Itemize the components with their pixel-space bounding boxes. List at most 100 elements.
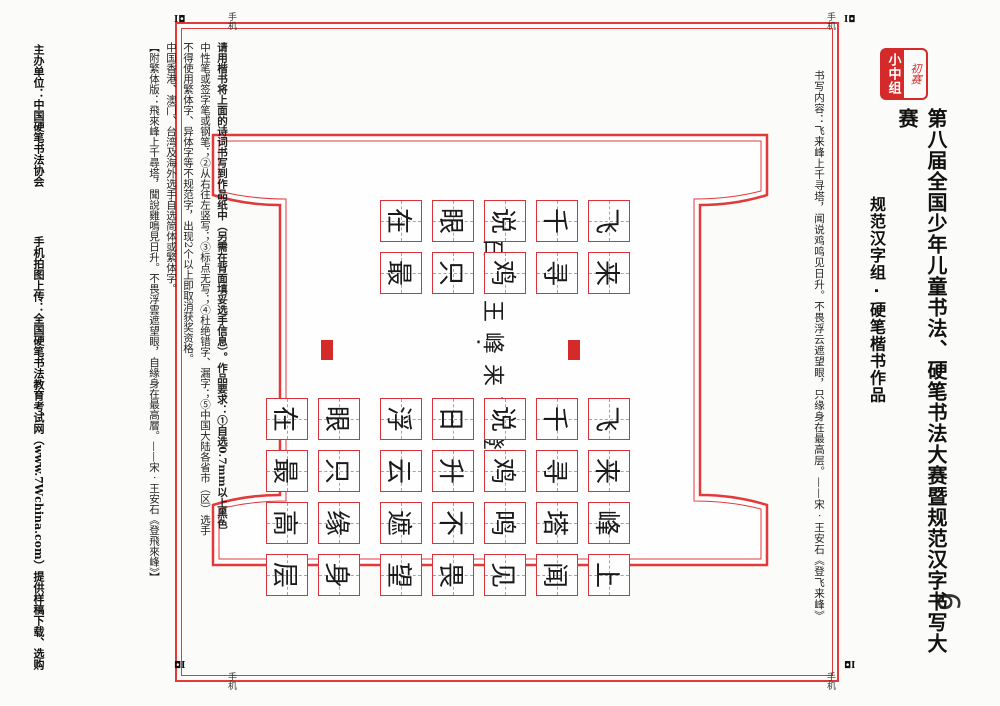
instruction-line: 【附繁体版：飛來峰上千尋塔，聞說雞鳴見日升。不畏浮雲遮望眼，自緣身在最高層。——… — [148, 42, 160, 583]
grid-cell-right: 寻 — [536, 450, 578, 492]
glyph: 云 — [383, 457, 414, 484]
glyph: 眼 — [435, 207, 466, 234]
page-title: 第八届全国少年儿童书法、硬笔书法大赛暨规范汉字书写大赛 — [895, 108, 948, 654]
grid-cell-left: 在 — [266, 398, 308, 440]
grid-cell-left: 最 — [266, 450, 308, 492]
grid-cell-right: 日 — [432, 398, 474, 440]
grid-cell-right: 闻 — [536, 554, 578, 596]
instruction-line: 请用楷书将上面的诗词书写到作品纸中（另需在背面填妥选手信息）。作品要求：①自选0… — [216, 42, 228, 529]
glyph: 寻 — [539, 259, 570, 286]
glyph: 日 — [435, 405, 466, 432]
grid-cell-right: 畏 — [432, 554, 474, 596]
grid-cell-right: 不 — [432, 502, 474, 544]
glyph: 最 — [383, 259, 414, 286]
glyph: 千 — [539, 207, 570, 234]
grid-cell-right: 千 — [536, 398, 578, 440]
organizer: 主办单位：中国硬笔书法协会 — [32, 44, 45, 187]
grid-cell-upper-left: 只 — [432, 252, 474, 294]
corner-mark-top-left: 手机 — [226, 12, 236, 30]
grid-cell-left: 只 — [318, 450, 360, 492]
badge-stage: 初赛 — [909, 63, 922, 85]
grid-cell-left: 高 — [266, 502, 308, 544]
glyph: 飞 — [591, 207, 622, 234]
glyph: 峰 — [591, 509, 622, 536]
content-line: 书写内容：飞来峰上千寻塔，闻说鸡鸣见日升。不畏浮云遮望眼，只缘身在最高层。——宋… — [813, 70, 825, 621]
page-subtitle: 规范汉字组 · 硬笔楷书作品 — [867, 196, 886, 404]
center-divider-mark — [568, 340, 580, 360]
grid-cell-right: 升 — [432, 450, 474, 492]
grid-cell-right: 飞 — [588, 398, 630, 440]
grid-cell-upper-right: 鸡 — [484, 252, 526, 294]
grid-cell-right: 上 — [588, 554, 630, 596]
grid-cell-right: 鸡 — [484, 450, 526, 492]
center-divider-mark — [321, 340, 333, 360]
glyph: 高 — [269, 509, 300, 536]
grid-cell-upper-right: 说 — [484, 200, 526, 242]
glyph: 千 — [539, 405, 570, 432]
instruction-line: 不得使用繁体字、异体字等不规范字，出现2个以上即取消获奖资格。 — [182, 42, 194, 364]
grid-cell-upper-left: 最 — [380, 252, 422, 294]
glyph: 最 — [269, 457, 300, 484]
glyph: 来 — [591, 457, 622, 484]
frame-inner-outline — [218, 140, 762, 560]
glyph: 缘 — [321, 509, 352, 536]
grid-cell-right: 遮 — [380, 502, 422, 544]
upload-note: 手机拍图上传：全国硬笔书法教育考试网（www.7Wchina.com）提供样稿下… — [32, 236, 45, 670]
grid-cell-right: 来 — [588, 450, 630, 492]
glyph: 畏 — [435, 561, 466, 588]
glyph: 只 — [321, 457, 352, 484]
grid-cell-left: 层 — [266, 554, 308, 596]
instruction-line: 中国香港、澳门、台湾及海外选手自选简体或繁体字。 — [165, 42, 177, 294]
glyph: 上 — [591, 561, 622, 588]
glyph: 层 — [269, 561, 300, 588]
grid-cell-upper-right: 寻 — [536, 252, 578, 294]
registration-mark-icon: ◘Ⅰ — [844, 661, 856, 671]
corner-mark-top-right: 手机 — [825, 12, 835, 30]
grid-cell-left: 缘 — [318, 502, 360, 544]
grid-cell-right: 鸣 — [484, 502, 526, 544]
grid-cell-right: 峰 — [588, 502, 630, 544]
glyph: 鸡 — [487, 259, 518, 286]
registration-mark-icon: Ⅰ◘ — [174, 15, 186, 25]
grid-cell-right: 望 — [380, 554, 422, 596]
grid-cell-right: 见 — [484, 554, 526, 596]
glyph: 飞 — [591, 405, 622, 432]
registration-mark-icon: Ⅰ◘ — [844, 15, 856, 25]
glyph: 望 — [383, 561, 414, 588]
glyph: 身 — [321, 561, 352, 588]
grid-cell-upper-right: 来 — [588, 252, 630, 294]
grid-cell-right: 云 — [380, 450, 422, 492]
grid-cell-upper-right: 千 — [536, 200, 578, 242]
grid-cell-left: 身 — [318, 554, 360, 596]
glyph: 只 — [435, 259, 466, 286]
glyph: 来 — [591, 259, 622, 286]
glyph: 说 — [487, 405, 518, 432]
glyph: 鸣 — [487, 509, 518, 536]
glyph: 见 — [487, 561, 518, 588]
corner-mark-bottom-left: 手机 — [226, 672, 236, 690]
grid-cell-right: 塔 — [536, 502, 578, 544]
glyph: 闻 — [539, 561, 570, 588]
badge-group: 小中组 — [882, 50, 904, 98]
glyph: 眼 — [321, 405, 352, 432]
grid-cell-upper-left: 在 — [380, 200, 422, 242]
glyph: 遮 — [383, 509, 414, 536]
glyph: 鸡 — [487, 457, 518, 484]
group-badge: 小中组 初赛 — [880, 48, 928, 100]
inner-border — [181, 28, 833, 676]
glyph: 不 — [435, 509, 466, 536]
grid-cell-upper-left: 眼 — [432, 200, 474, 242]
grid-cell-right: 浮 — [380, 398, 422, 440]
grid-cell-left: 眼 — [318, 398, 360, 440]
glyph: 升 — [435, 457, 466, 484]
grid-cell-right: 说 — [484, 398, 526, 440]
glyph: 塔 — [539, 509, 570, 536]
glyph: 在 — [383, 207, 414, 234]
grid-cell-upper-right: 飞 — [588, 200, 630, 242]
glyph: 寻 — [539, 457, 570, 484]
instruction-line: 中性笔或签字笔或钢笔；②从右往左竖写；③标点无写；④杜绝错字、漏字；⑤中国大陆各… — [199, 42, 211, 536]
glyph: 在 — [269, 405, 300, 432]
registration-mark-icon: ◘Ⅰ — [174, 661, 186, 671]
instructions-block: 请用楷书将上面的诗词书写到作品纸中（另需在背面填妥选手信息）。作品要求：①自选0… — [145, 42, 230, 682]
